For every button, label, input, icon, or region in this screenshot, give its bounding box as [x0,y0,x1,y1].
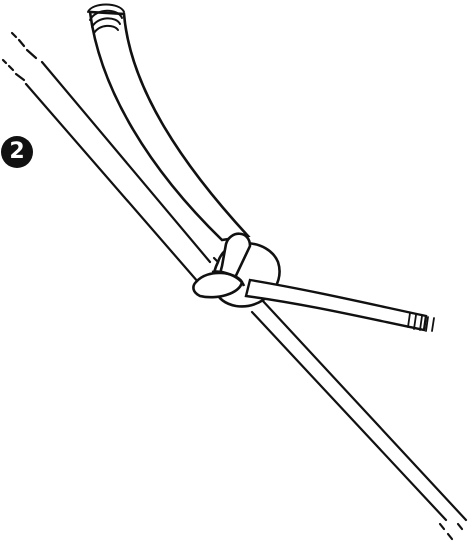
line-dashed-end [438,522,464,541]
step-number-badge: 2 [1,136,33,168]
line-dashed-start [1,31,38,82]
thick-cord-upper [88,10,251,242]
cord-end-top [87,3,125,34]
cord-end-right [407,312,435,332]
thick-cord-tag-end [244,278,428,332]
knot-loops [192,232,252,299]
